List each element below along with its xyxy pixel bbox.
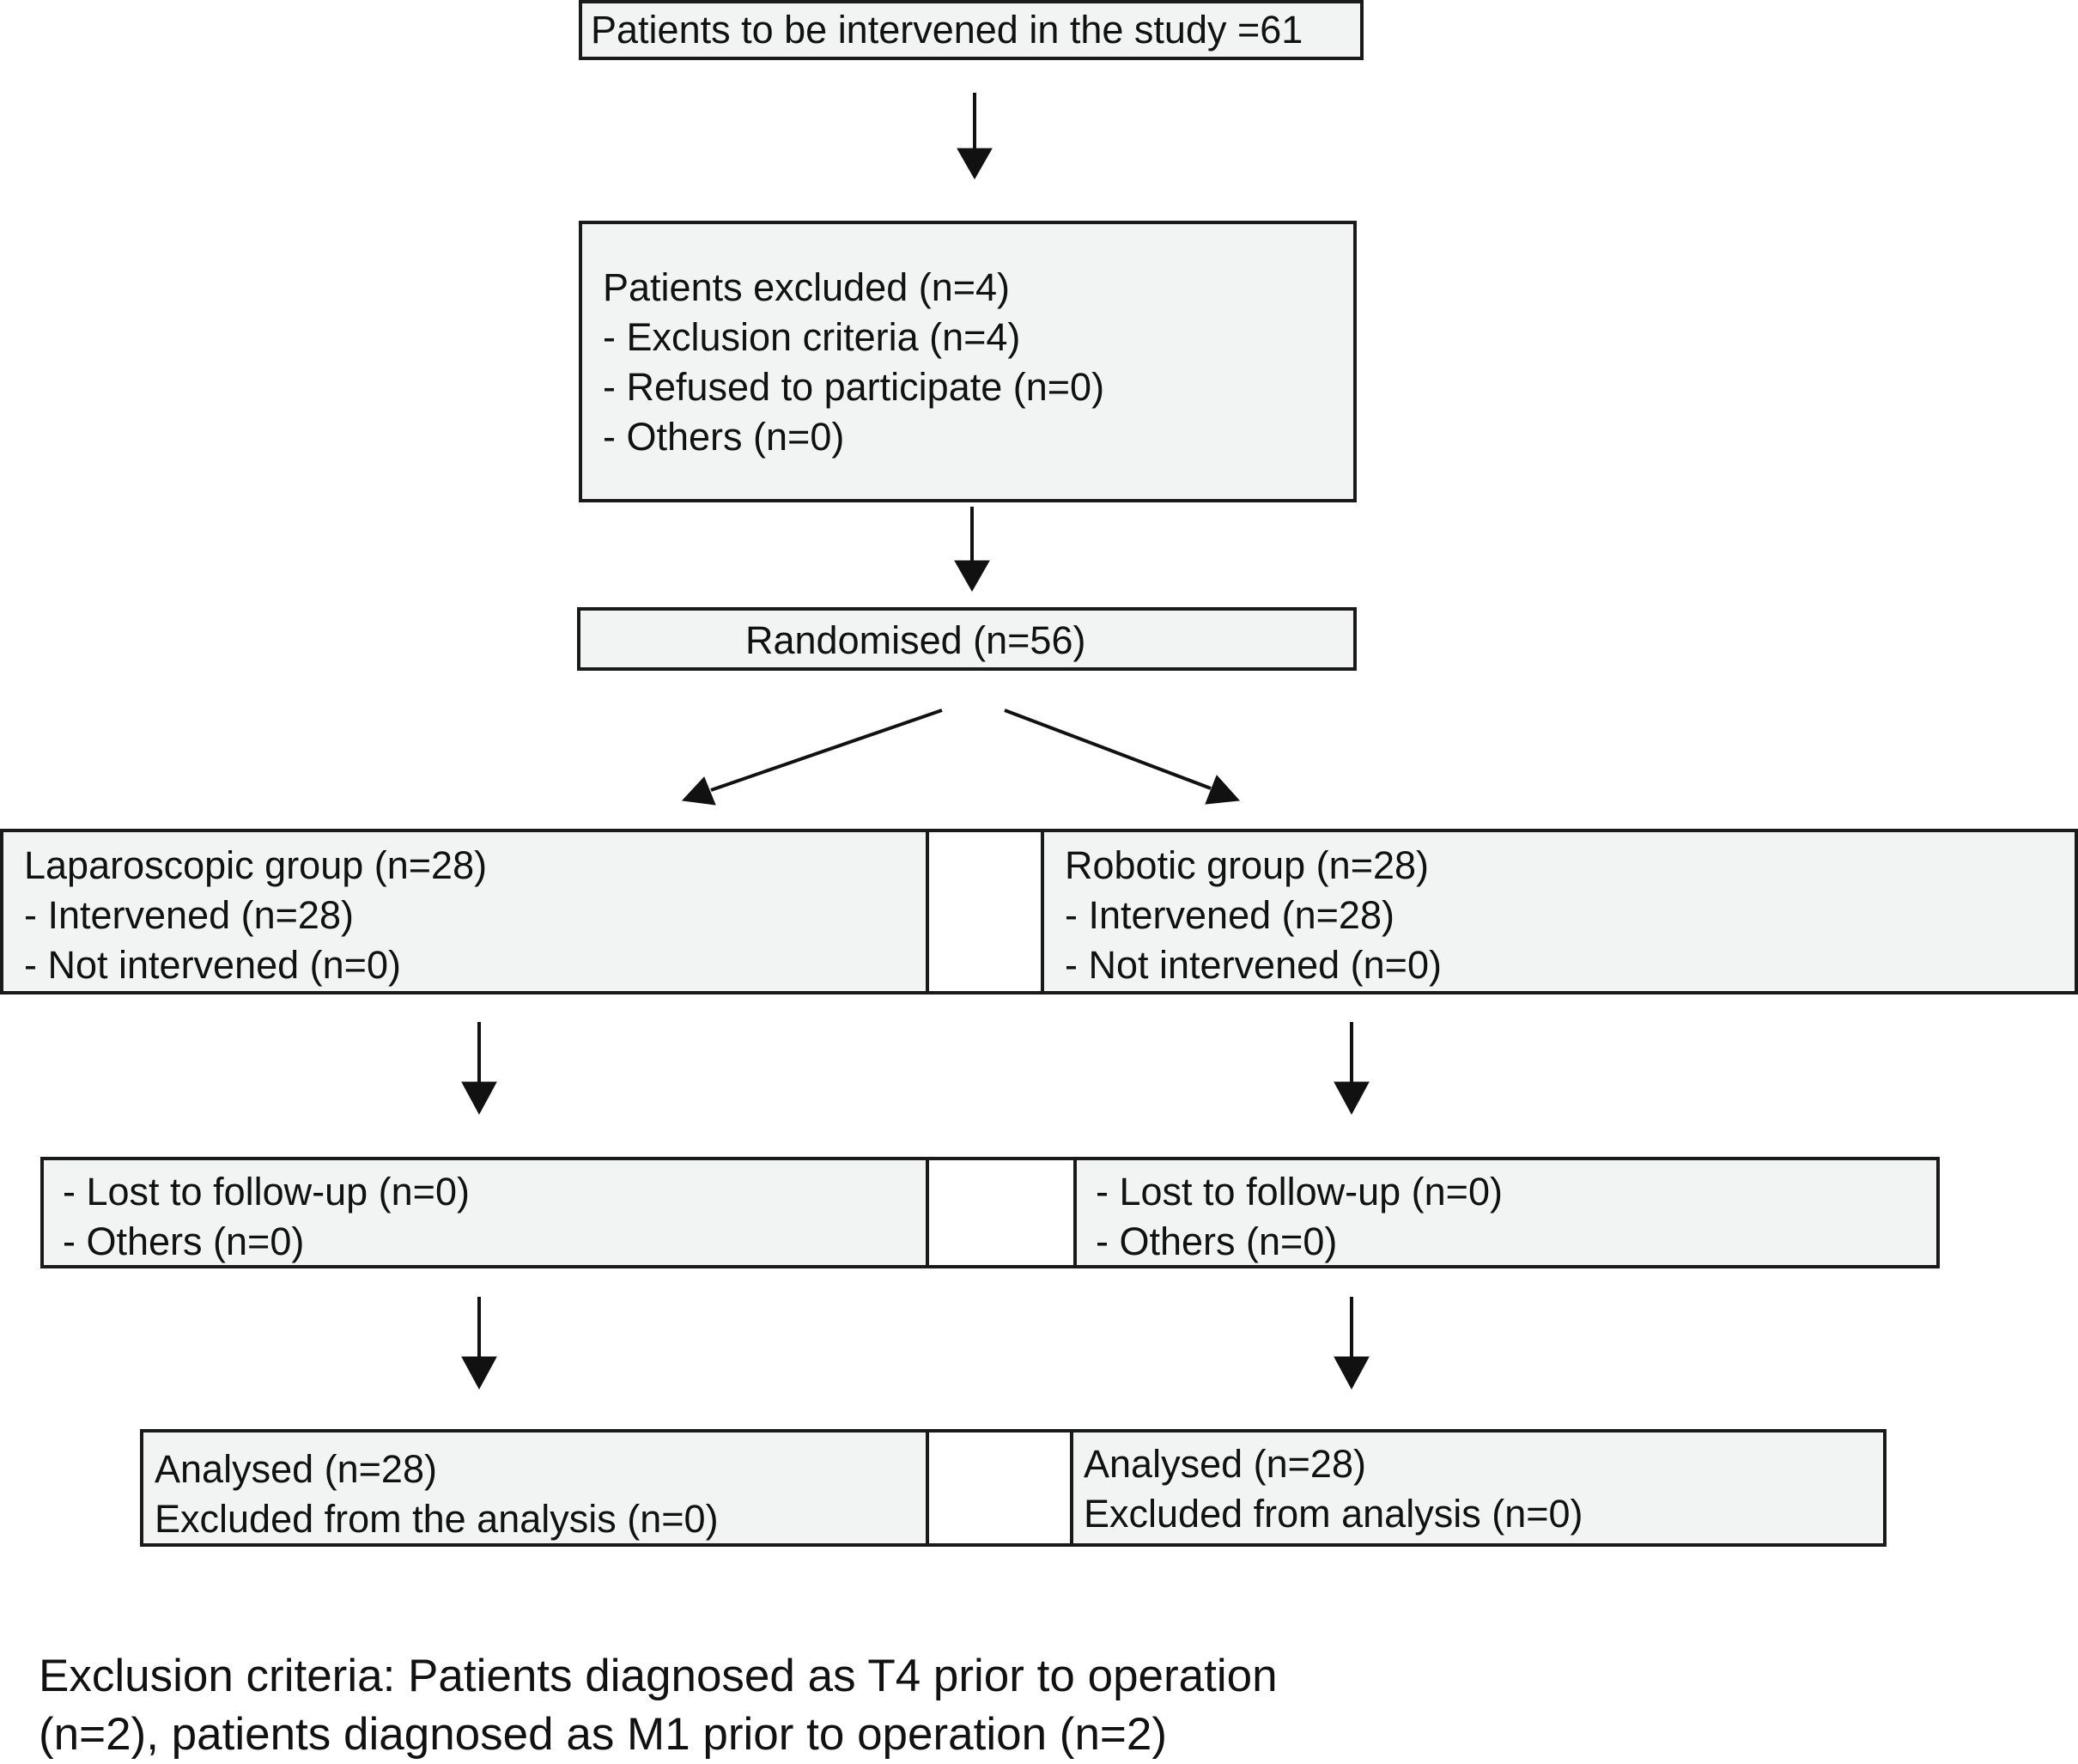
randomised-text: Randomised (n=56) [745,618,1086,662]
robotic-analysis-box: Analysed (n=28) Excluded from analysis (… [1070,1429,1887,1547]
analysis-spacer [926,1429,1073,1547]
robotic-analysed: Analysed (n=28) [1084,1442,1366,1486]
laparoscopic-allocation-item: - Not intervened (n=0) [24,943,401,987]
excluded-item: - Exclusion criteria (n=4) [603,315,1021,359]
laparoscopic-allocation-item: - Intervened (n=28) [24,893,354,937]
excluded-item: - Others (n=0) [603,415,845,459]
robotic-followup-item: - Lost to follow-up (n=0) [1096,1170,1503,1214]
robotic-allocation-box: Robotic group (n=28) - Intervened (n=28)… [1041,829,2078,995]
arrow-randomised-to-laparoscopic [681,709,943,806]
laparoscopic-analysed: Analysed (n=28) [155,1447,437,1491]
robotic-allocation-item: - Intervened (n=28) [1065,893,1394,937]
randomised-box: Randomised (n=56) [577,607,1357,671]
excluded-item: - Refused to participate (n=0) [603,365,1105,409]
laparoscopic-allocation-box: Laparoscopic group (n=28) - Intervened (… [0,829,929,995]
arrow-enrolment-to-excluded [957,93,993,180]
laparoscopic-followup-item: - Lost to follow-up (n=0) [63,1170,470,1214]
laparoscopic-excluded-from-analysis: Excluded from the analysis (n=0) [155,1497,719,1541]
arrow-randomised-to-robotic [1004,709,1241,805]
allocation-spacer [926,829,1044,995]
laparoscopic-followup-box: - Lost to follow-up (n=0) - Others (n=0) [40,1157,929,1268]
excluded-box: Patients excluded (n=4) - Exclusion crit… [579,221,1357,502]
robotic-followup-box: - Lost to follow-up (n=0) - Others (n=0) [1073,1157,1940,1268]
arrow-robotic-followup-to-analysis [1334,1297,1370,1390]
robotic-followup-item: - Others (n=0) [1096,1220,1338,1263]
laparoscopic-group-title: Laparoscopic group (n=28) [24,843,488,887]
enrolment-box: Patients to be intervened in the study =… [579,0,1364,60]
laparoscopic-followup-item: - Others (n=0) [63,1220,305,1263]
excluded-title: Patients excluded (n=4) [603,265,1011,309]
robotic-allocation-item: - Not intervened (n=0) [1065,943,1442,987]
robotic-excluded-from-analysis: Excluded from analysis (n=0) [1084,1492,1583,1536]
footnote-line: Exclusion criteria: Patients diagnosed a… [39,1651,1278,1701]
arrow-robotic-to-followup [1334,1022,1370,1116]
footnote: Exclusion criteria: Patients diagnosed a… [39,1647,1278,1764]
robotic-group-title: Robotic group (n=28) [1065,843,1430,887]
enrolment-text: Patients to be intervened in the study =… [591,8,1303,52]
footnote-line: (n=2), patients diagnosed as M1 prior to… [39,1709,1168,1760]
followup-spacer [926,1157,1077,1268]
arrow-laparoscopic-to-followup [461,1022,497,1116]
arrow-excluded-to-randomised [954,507,990,593]
arrow-laparoscopic-followup-to-analysis [461,1297,497,1390]
laparoscopic-analysis-box: Analysed (n=28) Excluded from the analys… [140,1429,929,1547]
